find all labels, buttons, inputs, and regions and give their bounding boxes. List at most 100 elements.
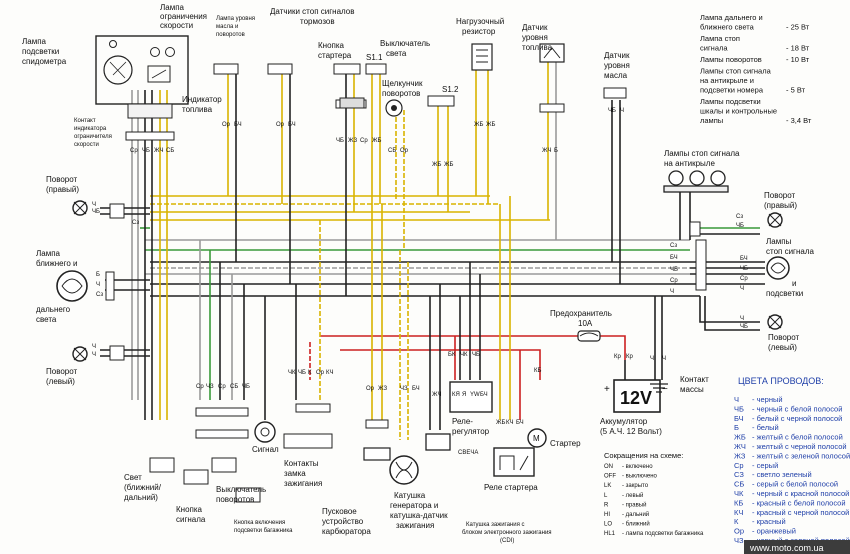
- wire-colors-title: ЦВЕТА ПРОВОДОВ:: [738, 376, 824, 386]
- tags-relay: ЖБ КЧ БЧ: [496, 420, 524, 426]
- label-light-switch: Выключатель света: [380, 39, 432, 58]
- cdi-unit: [425, 433, 451, 451]
- wire-color-text: - белый: [752, 423, 779, 432]
- tags-clicker: СБ Ор: [388, 148, 409, 154]
- watermark: www.moto.com.ua: [749, 543, 824, 553]
- wire-bundle-speedo: [131, 90, 139, 400]
- wire-color-text: - красный: [752, 517, 786, 526]
- bundle-clamp-3: [539, 103, 565, 113]
- abbreviation-text: - включено: [622, 464, 653, 470]
- s12-connector: [427, 95, 455, 107]
- wire-color-text: - серый с белой полосой: [752, 480, 838, 489]
- label-battery: Аккумулятор (5 А.Ч. 12 Вольт): [600, 417, 662, 436]
- fuel-indicator: [147, 65, 171, 83]
- abbreviation-text: - ближний: [622, 521, 650, 528]
- label-turn-switch: Выключатель поворотов: [216, 485, 268, 504]
- wire-front-turn-r: [100, 207, 150, 215]
- label-mass-contact: Контакт массы: [680, 375, 711, 394]
- wire-color-text: - желтый с белой полосой: [752, 433, 843, 442]
- label-starter-button: Кнопка стартера: [318, 41, 352, 60]
- stop-lamps-antiwing: [663, 170, 729, 193]
- label-signal-button: Кнопка сигнала: [176, 505, 206, 524]
- power-table-value: - 18 Вт: [786, 44, 810, 53]
- wire-color-code: СБ: [734, 480, 744, 489]
- wire-drop-reg: [459, 262, 481, 380]
- label-trunk-button: Кнопка включения подсветки багажника: [234, 520, 293, 534]
- wire-bundle-speedo-y: [159, 90, 168, 420]
- label-head-lamp-2: дальнего света: [36, 305, 72, 324]
- label-turn-clicker: Щелкунчик поворотов: [382, 79, 425, 98]
- abbreviation-code: ON: [604, 464, 613, 470]
- brake-sensor-2-connector: [267, 63, 293, 75]
- label-limit-lamp: Лампа ограничения скорости: [160, 3, 209, 30]
- ign-connector: [283, 433, 333, 449]
- tags-speedo-bottom: Ср ЧБ ЖЧ СБ: [130, 148, 174, 154]
- abbreviation-code: HI: [604, 512, 610, 518]
- battery-voltage: 12V: [620, 388, 652, 408]
- wire-color-text: - черный с белой полосой: [752, 404, 842, 413]
- tags-oil: ЧБ Ч: [608, 108, 624, 114]
- label-speedo-light: Лампа подсветки спидометра: [22, 37, 67, 66]
- load-resistor: [471, 43, 493, 71]
- abbreviation-code: OFF: [604, 474, 616, 480]
- head-lamp: [56, 270, 88, 302]
- wire-color-code: Ор: [734, 527, 744, 536]
- label-turn-right-rear: Поворот (правый): [764, 191, 797, 210]
- label-limit-contact: Контакт индикатора ограничителя скорости: [74, 118, 114, 148]
- wire-drop-relay: [499, 196, 511, 420]
- abbreviation-text: - левый: [622, 492, 643, 499]
- tags-tail-left: Ч ЧБ: [740, 316, 748, 330]
- label-light-button: Свет (ближний/ дальний): [124, 473, 163, 502]
- bundle-clamp-5: [195, 429, 249, 439]
- rear-turn-right-lamp: [767, 212, 783, 228]
- abbreviation-code: L: [604, 493, 608, 499]
- label-s11: S1.1: [366, 53, 383, 62]
- light-switch-connector: [365, 63, 387, 75]
- right-bus-connector: [689, 221, 701, 237]
- wire-color-code: СЗ: [734, 470, 744, 479]
- wire-drop-gen: [399, 250, 409, 440]
- front-right-connector: [109, 203, 125, 219]
- fuel-sensor: [539, 43, 565, 63]
- abbreviation-code: LK: [604, 483, 611, 489]
- wire-color-code: ЖЗ: [734, 451, 746, 460]
- tags-resistor: ЖБ ЖБ ЖБ ЖБ: [432, 122, 496, 168]
- abbreviations-title: Сокращения на схеме:: [604, 451, 683, 460]
- bundle-clamp-7: [365, 419, 389, 429]
- wire-stop-antiwing: [679, 190, 691, 240]
- front-turn-right-lamp: [72, 200, 88, 216]
- label-oil-sensor: Датчик уровня масла: [604, 51, 632, 80]
- label-head-lamp: Лампа ближнего и: [36, 249, 77, 268]
- tags-fuse-side: Кр Кр: [614, 354, 633, 360]
- tags-right-bus: Сз БЧ ЧБ Ср Ч: [670, 243, 680, 295]
- label-stop-lamps: Лампы стоп сигнала на антикрыле: [664, 149, 742, 168]
- bundle-clamp-1: [125, 131, 175, 141]
- tags-mass: Ч Ч: [650, 356, 666, 362]
- horn: [254, 421, 276, 443]
- wire-color-code: Ч: [734, 395, 739, 404]
- front-left-connector: [109, 345, 125, 361]
- fuse: [577, 330, 601, 342]
- wire-color-code: ЧК: [734, 489, 744, 498]
- abbreviation-text: - закрыто: [622, 483, 649, 489]
- tags-reg: ЧЗ БЧ ЖЧ: [400, 386, 442, 398]
- tags-tail-right: Сз ЧБ: [736, 214, 745, 229]
- tags-front-turn-r: Ч ЧБ: [92, 202, 100, 215]
- watermark-bg: [744, 540, 850, 554]
- wire-clicker: [395, 110, 405, 250]
- wire-color-code: КБ: [734, 498, 743, 507]
- brake-sensor-1-connector: [213, 63, 239, 75]
- label-turn-left-rear: Поворот (левый): [768, 333, 801, 352]
- abbreviation-code: HL1: [604, 531, 616, 537]
- tags-head: Б Ч Сз: [96, 272, 103, 298]
- label-carb-starter: Пусковое устройство карбюратора: [322, 507, 371, 536]
- wire-color-text: - черный с красной полосой: [752, 489, 849, 498]
- wire-color-text: - красный с белой полосой: [752, 498, 846, 507]
- trunk-btn-connector: [235, 487, 261, 503]
- tags-reg-pins: КЯ Я YW БЧ: [452, 392, 488, 398]
- label-brake-sensors: Датчики стоп сигналов тормозов: [270, 7, 357, 26]
